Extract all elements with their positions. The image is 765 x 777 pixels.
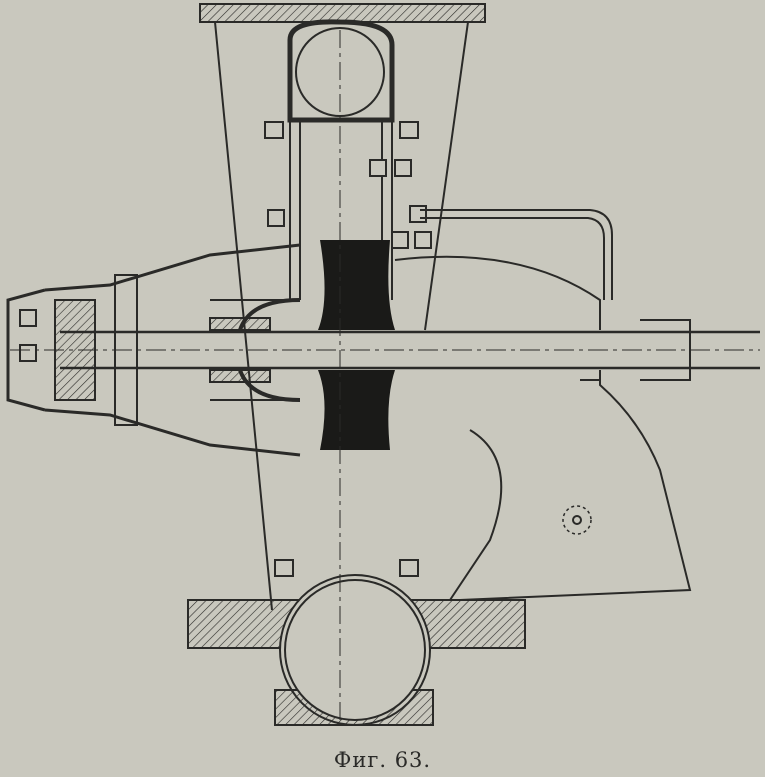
pressure-pipe — [420, 209, 613, 300]
figure-caption: Фиг. 63. — [333, 748, 432, 772]
top-flange — [199, 3, 486, 23]
bearing-housing — [6, 243, 301, 457]
conical-casing — [214, 21, 469, 611]
shaft — [60, 330, 760, 370]
bolts — [19, 121, 432, 577]
vertical-column — [289, 120, 393, 300]
top-pipe-section — [295, 27, 385, 117]
pump-housing — [394, 255, 692, 601]
foundation-bolt-marker — [562, 505, 592, 535]
impeller — [318, 240, 395, 450]
